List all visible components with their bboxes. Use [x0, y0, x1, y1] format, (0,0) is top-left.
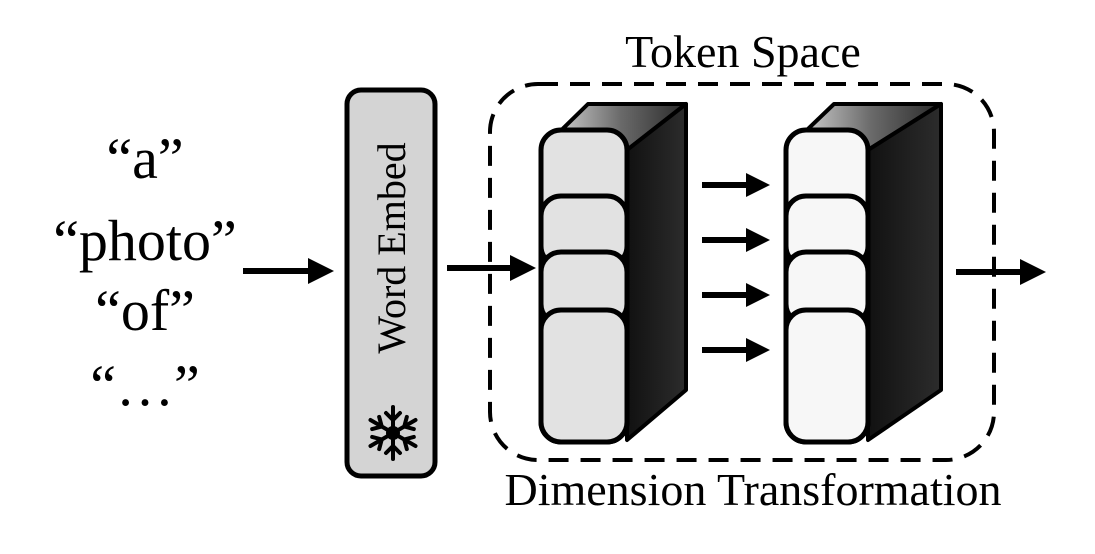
snowflake-icon — [368, 405, 418, 461]
token-space-title: Token Space — [625, 26, 861, 77]
arrow-output — [956, 259, 1046, 285]
token-block-output — [783, 102, 943, 445]
transform-arrow — [702, 283, 770, 307]
token-block-input — [538, 102, 688, 445]
arrow-embed-to-tokens — [447, 255, 536, 281]
input-token: “a” — [106, 126, 183, 191]
input-token-list: “a” “photo” “of” “…” — [53, 126, 237, 418]
transform-arrow — [702, 338, 770, 362]
input-token: “…” — [90, 353, 200, 418]
transform-arrow — [702, 228, 770, 252]
word-embed-block: Word Embed — [344, 87, 438, 479]
transform-arrow — [702, 173, 770, 197]
dimension-transformation-caption: Dimension Transformation — [504, 464, 1001, 515]
word-embed-label: Word Embed — [369, 142, 414, 353]
word-embed-box — [344, 87, 438, 479]
input-token: “photo” — [53, 208, 237, 273]
arrow-words-to-embed — [243, 258, 334, 284]
input-token: “of” — [95, 278, 195, 343]
token-cell — [538, 307, 630, 445]
token-cell — [783, 307, 871, 445]
transformation-arrows — [702, 173, 770, 362]
